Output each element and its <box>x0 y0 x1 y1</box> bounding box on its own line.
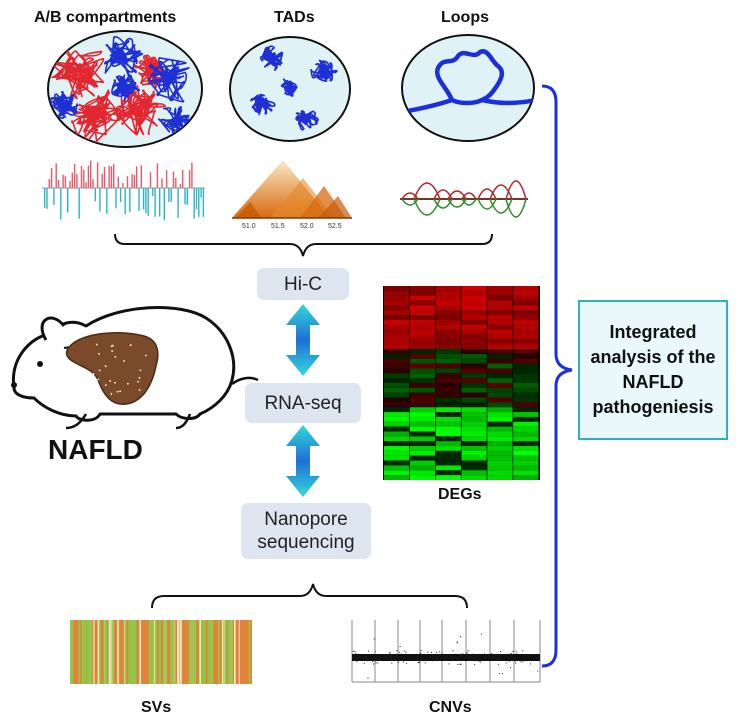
mouse-illustration <box>11 306 259 430</box>
rnaseq-nanopore-arrow <box>286 425 320 497</box>
svs-label: SVs <box>141 699 172 716</box>
tads-circle <box>229 36 351 142</box>
degs-label: DEGs <box>438 486 482 503</box>
result-line: Integrated <box>609 322 697 342</box>
deg-heatmap <box>383 286 540 480</box>
ab-compartment-track <box>42 160 205 220</box>
cnvs-label: CNVs <box>429 699 472 716</box>
right-bracket <box>541 84 573 668</box>
integrated-analysis-box: Integrated analysis of the NAFLD pathoge… <box>578 300 728 440</box>
nanopore-box: Nanopore sequencing <box>241 503 371 559</box>
ab-compartments-label: A/B compartments <box>34 9 177 26</box>
tads-label: TADs <box>274 9 315 26</box>
rnaseq-box: RNA-seq <box>245 383 361 423</box>
hic-rnaseq-arrow <box>286 304 320 376</box>
result-line: pathogeniesis <box>592 397 714 417</box>
cnvs-plot <box>351 620 541 683</box>
tad-heatmap: 51.0 51.5 52.0 52.5 <box>232 160 352 230</box>
top-bracket <box>114 233 493 257</box>
ab-compartments-circle <box>47 30 203 148</box>
hic-box: Hi-C <box>257 268 349 300</box>
tad-tick-label: 51.5 <box>271 223 285 230</box>
sequencing-label: sequencing <box>257 532 355 553</box>
rnaseq-label: RNA-seq <box>264 392 342 414</box>
result-line: analysis of the <box>590 347 716 367</box>
bottom-bracket <box>151 583 468 609</box>
tad-tick-label: 52.5 <box>328 223 342 230</box>
svs-plot <box>70 620 252 684</box>
liver-shape <box>65 332 159 405</box>
loops-circle <box>401 34 535 142</box>
nafld-label: NAFLD <box>48 434 143 465</box>
hic-label: Hi-C <box>284 273 322 295</box>
nanopore-label: Nanopore <box>264 509 348 530</box>
tad-tick-label: 52.0 <box>300 223 314 230</box>
loops-label: Loops <box>441 9 489 26</box>
loop-arcs <box>400 180 528 218</box>
tad-tick-label: 51.0 <box>242 223 256 230</box>
result-line: NAFLD <box>622 372 684 392</box>
